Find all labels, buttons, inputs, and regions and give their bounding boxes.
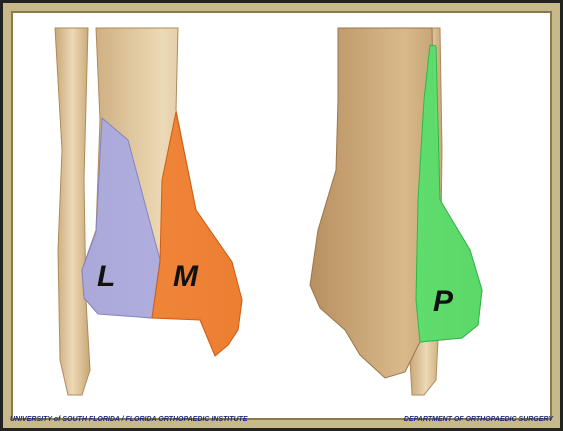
footer: UNIVERSITY of SOUTH FLORIDA / FLORIDA OR…: [10, 416, 553, 428]
footer-left-credit: UNIVERSITY of SOUTH FLORIDA / FLORIDA OR…: [10, 416, 247, 423]
fibula-left: [55, 28, 90, 395]
footer-right-credit: DEPARTMENT OF ORTHOPAEDIC SURGERY: [404, 416, 553, 423]
label-medial: M: [173, 260, 198, 294]
label-lateral: L: [97, 260, 115, 294]
label-posterior: P: [433, 285, 453, 319]
